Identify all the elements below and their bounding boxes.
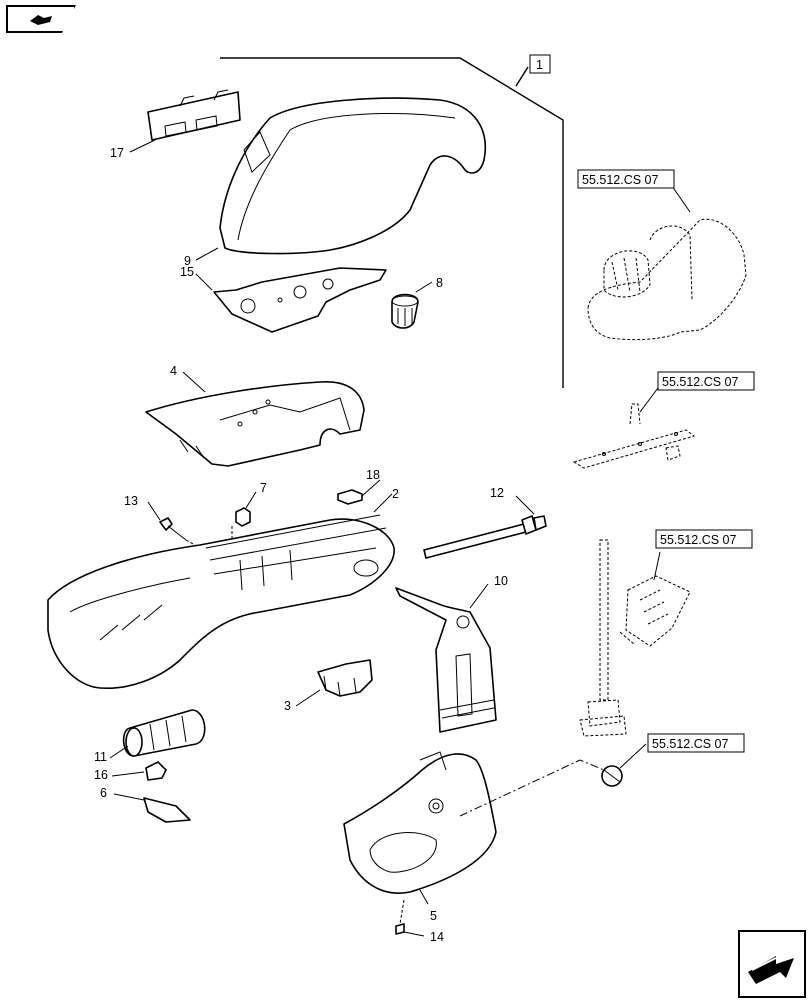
ref-box-4[interactable]: 55.512.CS 07 xyxy=(647,733,745,753)
label-17: 17 xyxy=(110,146,124,160)
ref-text-4: 55.512.CS 07 xyxy=(652,737,728,751)
part-13-screw xyxy=(159,517,187,541)
part-16-clip xyxy=(145,761,167,781)
part-14-screw xyxy=(395,899,405,935)
label-9: 9 xyxy=(184,254,191,268)
lever-rod xyxy=(579,539,627,737)
part-5-lower-cover xyxy=(343,751,497,894)
part-15-plate xyxy=(213,267,387,333)
label-1: 1 xyxy=(536,58,543,72)
label-4: 4 xyxy=(170,364,177,378)
label-7: 7 xyxy=(260,481,267,495)
part-11-grip xyxy=(122,709,206,757)
ref-box-2[interactable]: 55.512.CS 07 xyxy=(657,371,755,391)
assembly-bracket-line xyxy=(220,57,564,388)
part-17-connector xyxy=(147,89,241,141)
circuit-board xyxy=(572,403,696,469)
joystick-assembly xyxy=(587,218,747,341)
label-8: 8 xyxy=(436,276,443,290)
label-6: 6 xyxy=(100,786,107,800)
label-10: 10 xyxy=(494,574,508,588)
part-8-knob xyxy=(391,293,419,329)
book-nav-button[interactable] xyxy=(6,5,76,33)
part-9-armrest-cushion xyxy=(219,97,486,255)
part-4-top-cover xyxy=(145,381,365,467)
ref-text-1: 55.512.CS 07 xyxy=(582,173,658,187)
ref-text-2: 55.512.CS 07 xyxy=(662,375,738,389)
next-page-arrow-icon xyxy=(748,956,794,984)
next-page-button[interactable] xyxy=(738,930,806,998)
ref-box-3[interactable]: 55.512.CS 07 xyxy=(655,529,753,549)
label-3: 3 xyxy=(284,699,291,713)
callout-1[interactable]: 1 xyxy=(529,54,551,74)
label-5: 5 xyxy=(430,909,437,923)
book-hand-icon xyxy=(30,15,52,25)
label-16: 16 xyxy=(94,768,108,782)
part-7-nut xyxy=(235,507,251,527)
part-18-block xyxy=(337,489,363,505)
part-10-bracket xyxy=(395,587,497,733)
part-12-pin xyxy=(423,515,547,559)
part-6-plate xyxy=(143,797,191,823)
small-knob xyxy=(601,765,623,787)
label-11: 11 xyxy=(94,750,107,764)
connection-line xyxy=(459,759,605,817)
label-18: 18 xyxy=(366,468,380,482)
label-13: 13 xyxy=(124,494,138,508)
part-2-housing xyxy=(47,514,395,689)
part-3-clip xyxy=(317,659,373,697)
label-12: 12 xyxy=(490,486,504,500)
label-2: 2 xyxy=(392,487,399,501)
ref-box-1[interactable]: 55.512.CS 07 xyxy=(577,169,675,189)
label-14: 14 xyxy=(430,930,444,944)
ref-text-3: 55.512.CS 07 xyxy=(660,533,736,547)
switch-module xyxy=(619,575,691,647)
label-15: 15 xyxy=(180,265,194,279)
